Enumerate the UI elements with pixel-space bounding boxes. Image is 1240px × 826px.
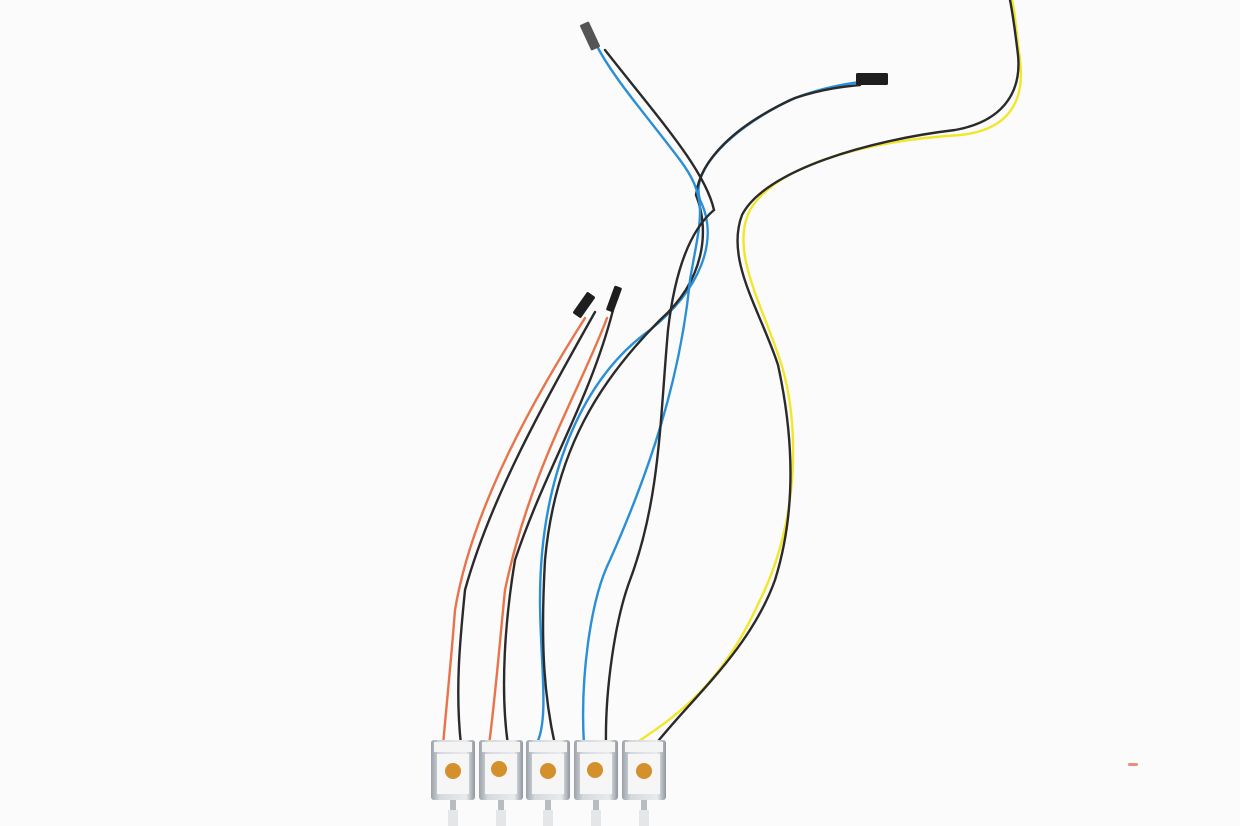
motor-5 (622, 740, 666, 826)
motor-2 (479, 740, 523, 826)
motor-2-wires (487, 308, 615, 747)
motor-3 (526, 740, 570, 826)
connector-4 (580, 21, 600, 51)
motor-4-wires (581, 46, 716, 747)
connector-2 (606, 285, 622, 313)
debris-speck (1128, 763, 1138, 766)
motor-1 (431, 740, 475, 826)
connector-1 (573, 292, 595, 318)
connector-3 (856, 73, 888, 85)
motors-row (431, 740, 666, 826)
motor-1-wires (441, 310, 597, 747)
motor-5-wires (631, 0, 1023, 747)
motor-4 (574, 740, 618, 826)
motor-3-wires (534, 80, 862, 747)
jumper-connectors (573, 21, 888, 318)
